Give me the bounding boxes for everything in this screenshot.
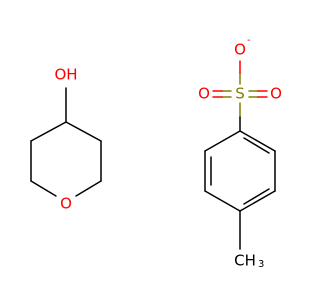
benzene-bond-3 [204,190,241,212]
methyl-subscript: 3 [258,259,264,270]
ring-bond-c4-c3 [30,121,67,142]
negative-charge-label: - [247,35,251,46]
methyl-label: CH [234,252,256,270]
benzene-inner-bond-top-right [243,137,270,154]
chemical-structure-diagram: OH O [30,35,282,270]
benzene-bond-4 [239,190,276,212]
benzene-bond-6 [239,130,276,152]
benzene-bond-1 [204,130,241,152]
sulfonate-oxygen-left-label: O [198,85,210,103]
sulfur-label: S [235,85,245,103]
structure-canvas: OH O [30,35,282,270]
ring-bond-c5-c4 [65,121,102,142]
ring-bond-c2-o [30,180,57,197]
sulfonate-oxygen-right-label: O [270,85,282,103]
sulfonate-oxygen-top-label: O [234,41,246,59]
ring-oxygen-label: O [60,195,72,213]
hydroxyl-label: OH [54,66,77,84]
ring-bond-o-c6 [75,180,102,197]
oxan-4-ol-molecule: OH O [30,66,102,213]
tosylate-molecule: O - S O O CH 3 [198,35,282,270]
benzene-inner-bond-bottom-right [243,188,270,205]
